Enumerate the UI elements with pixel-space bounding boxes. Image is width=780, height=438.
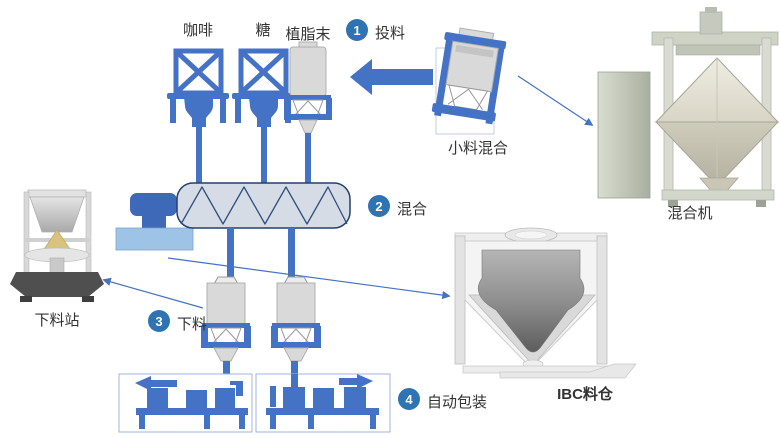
conveyor-left-arrow [135, 376, 177, 391]
mixer-motor [130, 193, 177, 216]
down-pipe-2 [288, 228, 295, 278]
label-coffee: 咖啡 [182, 22, 213, 39]
down-pipe-1 [227, 228, 234, 278]
coffee-hopper [167, 48, 229, 185]
packaging-line-left [118, 373, 253, 433]
step-1-label: 投料 [375, 25, 406, 42]
label-creamer: 植脂末 [285, 26, 331, 43]
step-3-badge: 3 [148, 310, 170, 332]
creamer-silo [284, 41, 332, 185]
step-2-label: 混合 [397, 201, 428, 218]
screw-mixer [115, 182, 351, 251]
mixer-photo [597, 7, 780, 207]
label-sugar: 糖 [255, 22, 271, 39]
feed-arrow [350, 59, 433, 95]
label-mixer: 混合机 [667, 205, 713, 222]
ibc-photo [454, 227, 637, 379]
connector-to-ibc [167, 257, 451, 300]
connector-premix-to-mixer [517, 75, 594, 126]
label-premix: 小料混合 [447, 140, 508, 157]
discharge-station-photo [10, 189, 104, 302]
connector-to-discharge-station [102, 277, 204, 309]
mixer-platform [115, 227, 194, 251]
step-4-badge: 4 [398, 388, 420, 410]
step-4-label: 自动包装 [427, 394, 488, 411]
screw-flights [180, 186, 348, 225]
step-2-badge: 2 [368, 195, 390, 217]
discharge-hopper-2 [271, 276, 321, 387]
packaging-line-right [255, 373, 391, 433]
conveyor-right-arrow [339, 374, 373, 389]
premix-container [431, 27, 507, 135]
label-ibc: IBC料仓 [557, 386, 613, 403]
label-discharge-station: 下料站 [34, 312, 80, 329]
step-1-badge: 1 [346, 19, 368, 41]
step-3-label: 下料 [177, 316, 208, 333]
discharge-hopper-1 [201, 276, 251, 388]
